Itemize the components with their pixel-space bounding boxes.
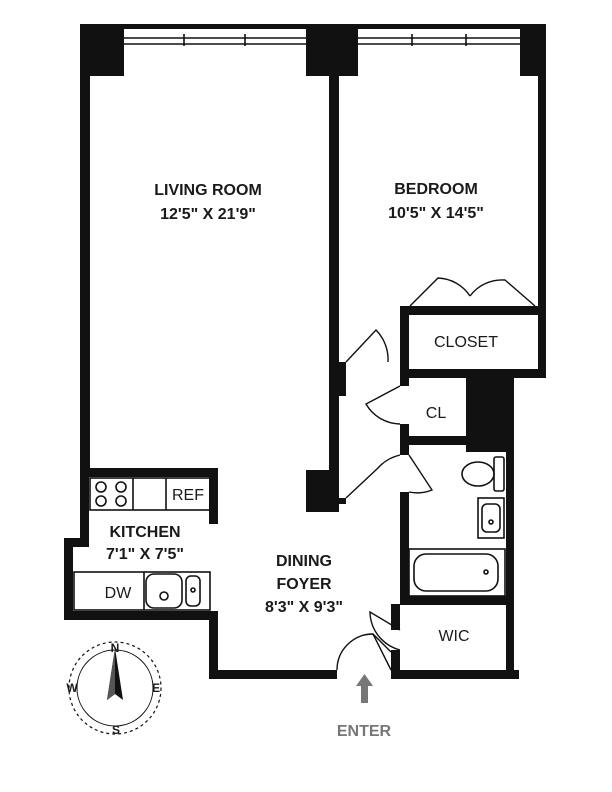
label-kitchen: KITCHEN [109,524,180,541]
door-bedroom [345,328,389,363]
wall-column-foyer [306,470,339,512]
stove-icon [95,481,127,507]
door-entry [336,633,392,671]
dims-dining-foyer: 8'3" X 9'3" [265,599,343,616]
doors [336,277,536,671]
wall-closet-bottom [400,369,546,378]
kitchen-counter-top [89,477,211,511]
wall-hall-left [337,362,346,396]
label-cl: CL [426,405,447,422]
wall-left-living [80,24,90,474]
room-labels: LIVING ROOM 12'5" X 21'9" BEDROOM 10'5" … [105,181,499,740]
label-wic: WIC [438,628,469,645]
vanity-sink-icon [477,497,505,539]
label-dining: DINING [276,553,332,570]
wall-cl-left-bottom [400,424,409,444]
wall-foyer-left [209,611,218,679]
walls [64,24,546,679]
entry-arrow-icon [356,674,373,703]
wall-bath-right [506,445,514,679]
wall-wic-left-top [391,604,400,630]
compass-w: W [66,681,78,695]
wall-kitchen-top [80,468,218,477]
kitchen-counter-bottom [73,571,211,611]
label-living-room: LIVING ROOM [154,182,262,199]
wall-bath-left-top [400,445,409,455]
wall-hall-left-lower [337,498,346,504]
windows [124,34,520,46]
sink-icon [145,573,201,609]
door-bath [408,454,434,494]
wall-closet-top [400,306,546,315]
wall-wic-bottom [391,670,519,679]
wall-kitchen-jog [64,538,89,547]
label-ref: REF [172,487,204,504]
compass-s: S [112,723,120,737]
label-enter: ENTER [337,723,392,740]
wall-closet-left [400,306,409,372]
wall-top-bedroom [358,24,520,29]
door-wic [369,610,401,651]
wall-living-bedroom [329,70,339,470]
label-dw: DW [105,585,133,602]
compass-rose: N S E W [66,641,162,737]
kitchen-fixtures [73,477,211,611]
dims-bedroom: 10'5" X 14'5" [388,205,484,222]
wall-top-living [124,24,306,29]
wall-right-bedroom [538,24,546,374]
wall-cl-left-top [400,376,409,386]
label-bedroom: BEDROOM [394,181,478,198]
wall-bath-bottom [400,596,514,605]
label-foyer: FOYER [276,576,332,593]
door-cl [365,385,401,425]
label-closet: CLOSET [434,334,498,351]
dims-living-room: 12'5" X 21'9" [160,206,256,223]
bathroom-fixtures [408,456,506,597]
bathtub-icon [408,548,506,597]
dims-kitchen: 7'1" X 7'5" [106,546,184,563]
wall-pier-top-center [306,24,358,76]
door-closet-left [409,277,471,307]
toilet-icon [461,456,505,492]
door-closet-right [469,279,536,307]
wall-kitchen-left-upper [80,468,89,540]
door-hall [345,454,401,499]
wall-bath-left [400,492,409,604]
wall-kitchen-bottom [64,611,218,620]
wall-kitchen-ref [209,468,218,524]
compass-e: E [152,681,160,695]
compass-n: N [111,641,120,655]
wall-foyer-bottom [209,670,337,679]
wall-wic-left-bottom [391,650,400,679]
wall-kitchen-left [64,538,73,620]
wall-cl-bottom [400,436,474,445]
